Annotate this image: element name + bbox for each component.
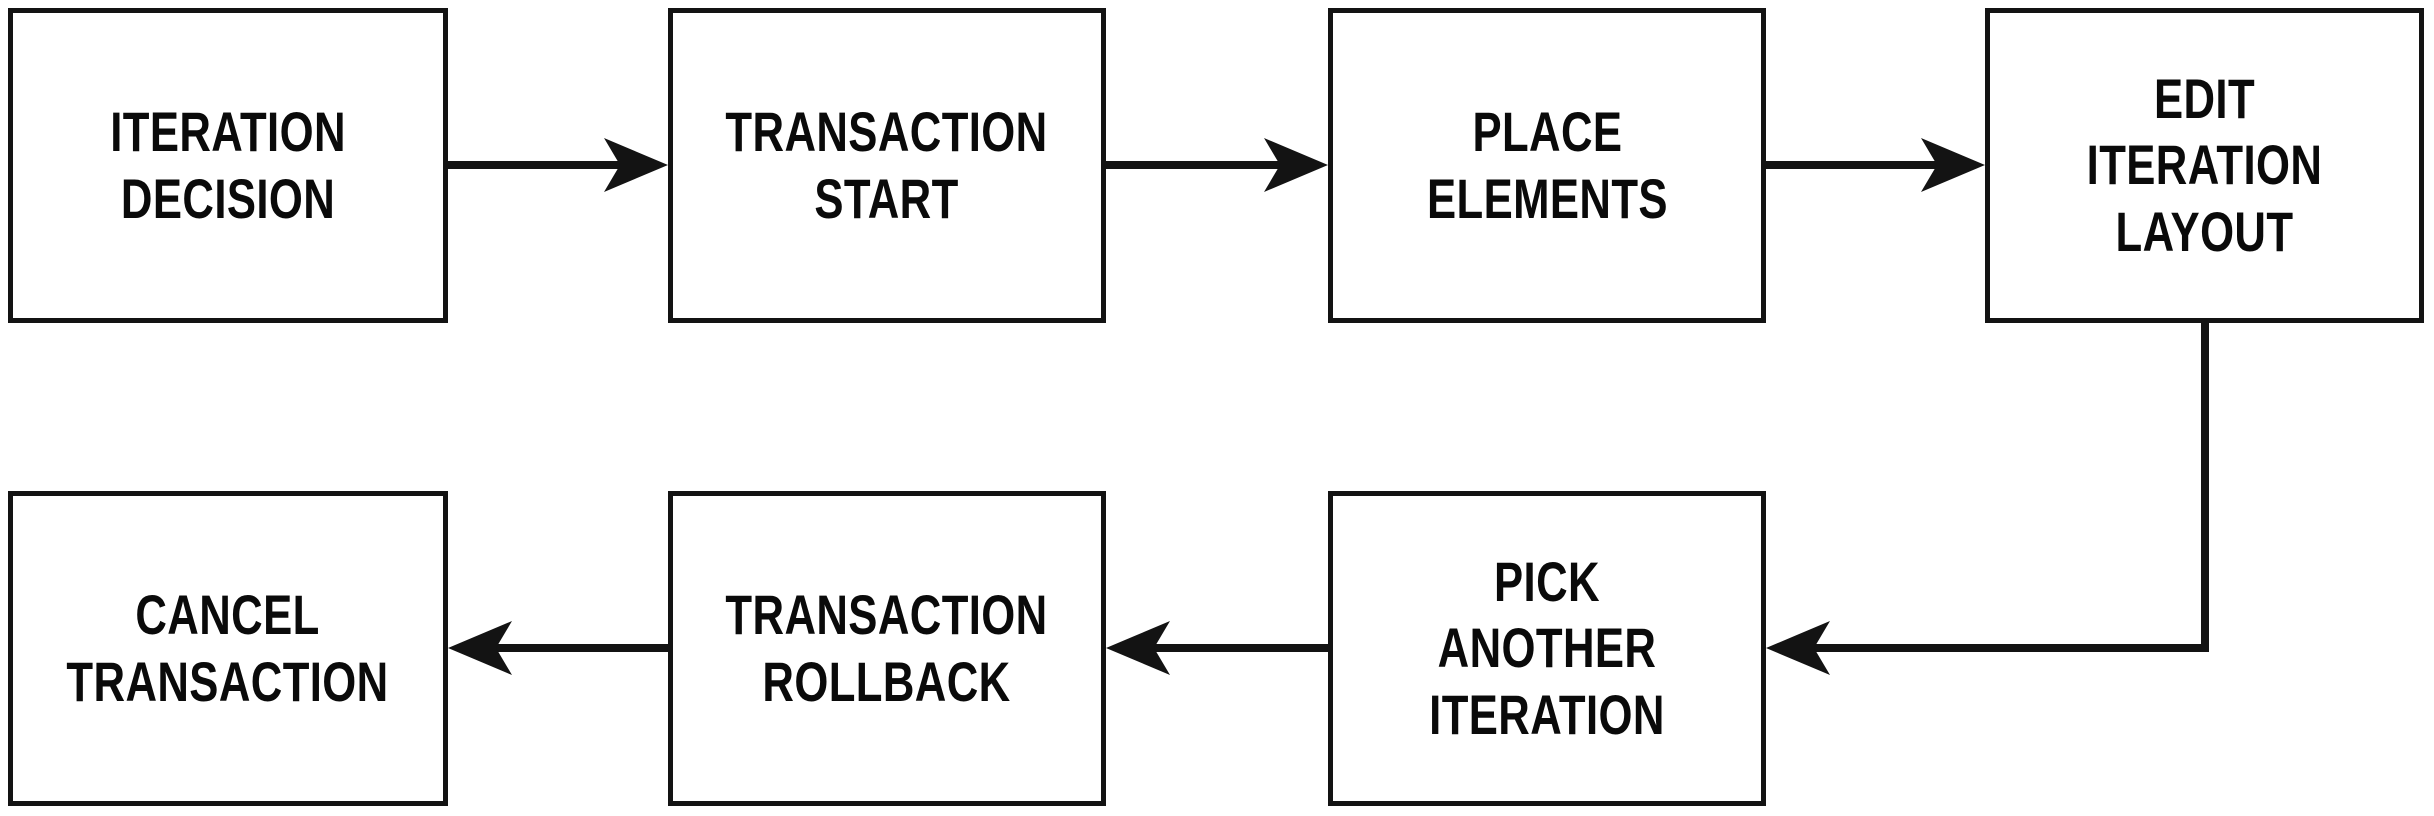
node-label-cancel-transaction: CANCEL TRANSACTION (66, 583, 390, 713)
node-label-place-elements: PLACE ELEMENTS (1426, 100, 1668, 230)
edge-place-elements-to-edit-iteration-layout (1766, 138, 1985, 192)
node-transaction-start[interactable]: TRANSACTION START (668, 8, 1106, 323)
node-label-iteration-decision: ITERATION DECISION (110, 100, 346, 230)
edge-pick-another-iteration-to-transaction-rollback (1106, 621, 1328, 675)
node-label-pick-another-iteration: PICK ANOTHER ITERATION (1429, 550, 1665, 746)
node-cancel-transaction[interactable]: CANCEL TRANSACTION (8, 491, 448, 806)
edge-edit-iteration-layout-to-pick-another-iteration (1766, 323, 2209, 675)
node-label-transaction-rollback: TRANSACTION ROLLBACK (725, 583, 1049, 713)
node-edit-iteration-layout[interactable]: EDIT ITERATION LAYOUT (1985, 8, 2424, 323)
node-place-elements[interactable]: PLACE ELEMENTS (1328, 8, 1766, 323)
node-transaction-rollback[interactable]: TRANSACTION ROLLBACK (668, 491, 1106, 806)
edge-transaction-rollback-to-cancel-transaction (448, 621, 668, 675)
edge-iteration-decision-to-transaction-start (448, 138, 668, 192)
node-iteration-decision[interactable]: ITERATION DECISION (8, 8, 448, 323)
node-label-transaction-start: TRANSACTION START (725, 100, 1049, 230)
node-label-edit-iteration-layout: EDIT ITERATION LAYOUT (2086, 67, 2323, 263)
edge-transaction-start-to-place-elements (1106, 138, 1328, 192)
node-pick-another-iteration[interactable]: PICK ANOTHER ITERATION (1328, 491, 1766, 806)
